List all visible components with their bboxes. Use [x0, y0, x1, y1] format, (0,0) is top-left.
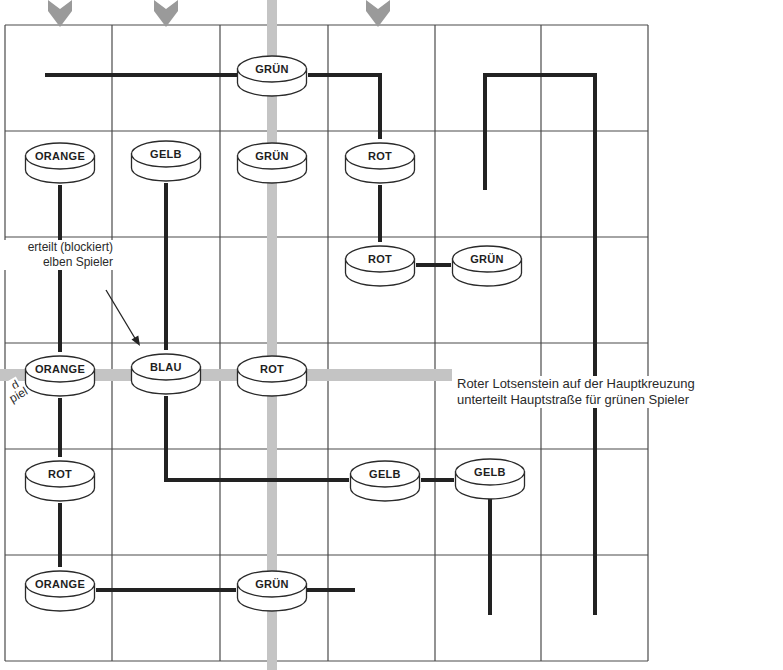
- token-label: GELB: [369, 467, 401, 481]
- route-connector: [308, 75, 380, 139]
- player-token: GRÜN: [451, 242, 523, 288]
- token-top: [351, 461, 420, 487]
- token-label: GRÜN: [255, 62, 289, 76]
- grid-line: [5, 554, 648, 555]
- token-top: [238, 56, 307, 82]
- token-label: GRÜN: [255, 149, 289, 163]
- token-label: ROT: [260, 362, 284, 376]
- note-label: Roter Lotsenstein auf der Hauptkreuzung …: [456, 376, 748, 408]
- grid-line: [5, 660, 648, 661]
- token-label: GELB: [474, 465, 506, 479]
- route-connector: [58, 503, 62, 567]
- token-top: [453, 246, 522, 272]
- route-connector: [421, 478, 454, 482]
- token-top: [346, 143, 415, 169]
- token-top: [26, 356, 95, 382]
- player-token: ROT: [236, 352, 308, 398]
- route-lines: [45, 75, 595, 615]
- token-top: [238, 356, 307, 382]
- leader-arrow: [106, 290, 140, 346]
- route-connector: [58, 398, 62, 457]
- grid-line: [5, 342, 648, 343]
- player-token: GELB: [454, 455, 526, 501]
- token-label: ROT: [368, 149, 392, 163]
- token-label: GELB: [150, 147, 182, 161]
- token-top: [26, 143, 95, 169]
- route-line: [45, 73, 260, 77]
- entry-arrows: [48, 0, 390, 27]
- token-label: ROT: [368, 252, 392, 266]
- route-connector: [96, 588, 236, 592]
- token-top: [26, 461, 95, 487]
- player-token: GRÜN: [236, 139, 308, 185]
- token-top: [132, 141, 201, 167]
- entry-arrow: [366, 0, 390, 27]
- token-top: [26, 571, 95, 597]
- grid-line: [5, 448, 648, 449]
- token-top: [238, 571, 307, 597]
- token-label: ORANGE: [35, 149, 85, 163]
- player-token: ORANGE: [24, 567, 96, 613]
- leader-head: [132, 335, 141, 346]
- player-token: ROT: [344, 139, 416, 185]
- token-top: [346, 246, 415, 272]
- token-label: ORANGE: [35, 577, 85, 591]
- grid-line: [5, 130, 648, 131]
- token-top: [132, 354, 201, 380]
- token-label: BLAU: [150, 360, 182, 374]
- note-label: erteilt (blockiert) elben Spieler: [0, 240, 114, 270]
- player-token: GELB: [130, 137, 202, 183]
- token-label: GRÜN: [255, 577, 289, 591]
- route-connector: [164, 183, 168, 350]
- player-token: GELB: [349, 457, 421, 503]
- entry-arrow: [154, 0, 178, 27]
- grid-line: [5, 24, 648, 25]
- player-token: GRÜN: [236, 567, 308, 613]
- main-road-band: [267, 0, 277, 670]
- token-top: [238, 143, 307, 169]
- player-token: GRÜN: [236, 52, 308, 98]
- leader-line: [106, 290, 136, 340]
- player-token: BLAU: [130, 350, 202, 396]
- token-label: ROT: [48, 467, 72, 481]
- token-top: [456, 459, 525, 485]
- board-grid: [5, 25, 648, 661]
- player-token: ORANGE: [24, 139, 96, 185]
- player-token: ROT: [24, 457, 96, 503]
- player-token: ROT: [344, 242, 416, 288]
- route-connector: [378, 185, 382, 242]
- route-connector: [416, 263, 451, 267]
- grid-line: [5, 236, 648, 237]
- main-road: [0, 0, 452, 670]
- token-label: GRÜN: [470, 252, 504, 266]
- entry-arrow: [48, 0, 72, 27]
- token-label: ORANGE: [35, 362, 85, 376]
- player-token: ORANGE: [24, 352, 96, 398]
- route-connector: [166, 396, 349, 480]
- route-line: [485, 75, 595, 615]
